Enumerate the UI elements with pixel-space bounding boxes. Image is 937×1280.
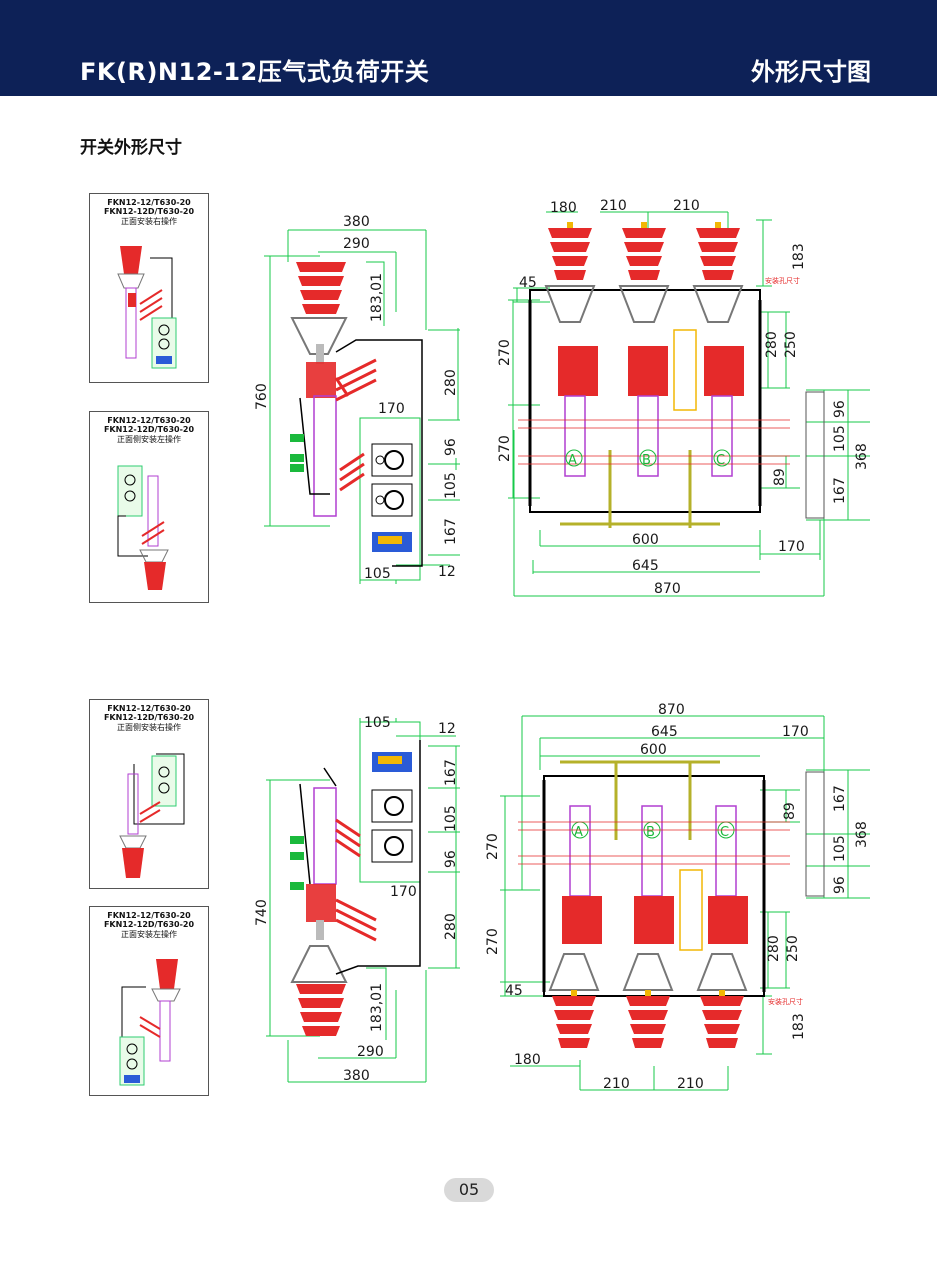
- mount-hole-note: 安装孔尺寸: [768, 997, 803, 1006]
- dim-12: 12: [438, 564, 456, 580]
- dim-96: 96: [832, 400, 848, 418]
- dim-210-b: 210: [677, 1076, 704, 1092]
- dim-105: 105: [443, 472, 459, 499]
- mount-hole-note: 安装孔尺寸: [765, 276, 800, 285]
- dim-45: 45: [519, 275, 537, 291]
- dim-96: 96: [443, 438, 459, 456]
- thumb-drawing: [117, 465, 169, 590]
- thumb-caption: 正面安装右操作: [121, 217, 177, 226]
- section-label: 外形尺寸图: [751, 58, 871, 86]
- dim-167: 167: [443, 759, 459, 786]
- thumb-model-2: FKN12-12D/T630-20: [103, 920, 195, 929]
- dim-183: 183: [791, 243, 807, 270]
- phase-a: A: [568, 453, 577, 468]
- dim-280: 280: [764, 331, 780, 358]
- thumbnail-3: FKN12-12/T630-20 FKN12-12D/T630-20 正面侧安装…: [89, 699, 209, 889]
- dim-105: 105: [832, 835, 848, 862]
- top-side-view: 380 290 183,01 760 280 170 96 105 167 10…: [254, 214, 460, 584]
- dim-170: 170: [782, 724, 809, 740]
- dim-45: 45: [505, 983, 523, 999]
- phase-c: C: [720, 825, 729, 840]
- thumb-model-1: FKN12-12/T630-20: [107, 198, 191, 207]
- dim-280: 280: [766, 935, 782, 962]
- dim-167: 167: [443, 518, 459, 545]
- thumb-caption: 正面安装左操作: [121, 930, 177, 939]
- dim-645: 645: [632, 558, 659, 574]
- dim-368: 368: [854, 821, 870, 848]
- thumbnail-2: FKN12-12/T630-20 FKN12-12D/T630-20 正面侧安装…: [89, 411, 209, 603]
- thumb-model-2: FKN12-12D/T630-20: [103, 207, 195, 216]
- thumb-model-2: FKN12-12D/T630-20: [103, 425, 195, 434]
- dim-105-bottom: 105: [364, 566, 391, 582]
- dim-280: 280: [443, 913, 459, 940]
- phase-a: A: [574, 825, 583, 840]
- dim-290: 290: [357, 1044, 384, 1060]
- dim-290: 290: [343, 236, 370, 252]
- dim-210-b: 210: [673, 198, 700, 214]
- thumb-model-1: FKN12-12/T630-20: [107, 704, 191, 713]
- dim-270-b: 270: [485, 928, 501, 955]
- phase-c: C: [716, 453, 725, 468]
- dim-180: 180: [550, 200, 577, 216]
- dim-280: 280: [443, 369, 459, 396]
- dim-270-b: 270: [497, 435, 513, 462]
- dim-645: 645: [651, 724, 678, 740]
- thumb-drawing: [117, 246, 177, 369]
- thumb-drawing: [119, 753, 185, 878]
- thumb-model-1: FKN12-12/T630-20: [107, 911, 191, 920]
- dim-210-a: 210: [603, 1076, 630, 1092]
- phase-b: B: [642, 453, 651, 468]
- dim-760: 760: [254, 383, 270, 410]
- dim-105: 105: [832, 425, 848, 452]
- dim-96: 96: [443, 850, 459, 868]
- dim-740: 740: [254, 899, 270, 926]
- dim-170: 170: [378, 401, 405, 417]
- dim-600: 600: [640, 742, 667, 758]
- dim-180: 180: [514, 1052, 541, 1068]
- dim-12: 12: [438, 721, 456, 737]
- dim-183-01: 183,01: [369, 983, 385, 1032]
- dim-167: 167: [832, 477, 848, 504]
- thumbnail-1: FKN12-12/T630-20 FKN12-12D/T630-20 正面安装右…: [89, 193, 209, 383]
- thumbnail-4: FKN12-12/T630-20 FKN12-12D/T630-20 正面安装左…: [89, 906, 209, 1096]
- dim-183: 183: [791, 1013, 807, 1040]
- dim-250: 250: [783, 331, 799, 358]
- dim-870: 870: [654, 581, 681, 597]
- dim-167: 167: [832, 785, 848, 812]
- dim-870: 870: [658, 702, 685, 718]
- section-title: 开关外形尺寸: [80, 138, 182, 158]
- thumb-model-1: FKN12-12/T630-20: [107, 416, 191, 425]
- dim-250: 250: [785, 935, 801, 962]
- dim-89: 89: [782, 802, 798, 820]
- top-front-view: A B C 安装孔尺寸 180 210 210 183 45 270 270 2…: [497, 198, 870, 597]
- page-number: 05: [444, 1178, 494, 1202]
- thumb-caption: 正面侧安装左操作: [117, 435, 181, 444]
- dim-105-b: 105: [443, 805, 459, 832]
- dim-170: 170: [390, 884, 417, 900]
- dim-270-a: 270: [485, 833, 501, 860]
- bottom-front-view: A B C 安装孔尺寸 870 645 170 600 89 167 105 3…: [485, 702, 870, 1092]
- thumb-caption: 正面侧安装右操作: [117, 723, 181, 732]
- dim-210-a: 210: [600, 198, 627, 214]
- dim-380: 380: [343, 1068, 370, 1084]
- dim-380: 380: [343, 214, 370, 230]
- dim-600: 600: [632, 532, 659, 548]
- phase-b: B: [646, 825, 655, 840]
- bottom-side-view: 105 12 167 105 96 740 170 280 183,01 290…: [254, 715, 460, 1084]
- thumb-drawing: [119, 959, 181, 1086]
- thumb-model-2: FKN12-12D/T630-20: [103, 713, 195, 722]
- dim-96: 96: [832, 876, 848, 894]
- product-title: FK(R)N12-12压气式负荷开关: [80, 58, 430, 86]
- dim-105: 105: [364, 715, 391, 731]
- dim-270-a: 270: [497, 339, 513, 366]
- dim-170: 170: [778, 539, 805, 555]
- dim-89: 89: [772, 468, 788, 486]
- page-header: FK(R)N12-12压气式负荷开关 外形尺寸图: [0, 0, 937, 96]
- dim-368: 368: [854, 443, 870, 470]
- dim-183-01: 183,01: [369, 273, 385, 322]
